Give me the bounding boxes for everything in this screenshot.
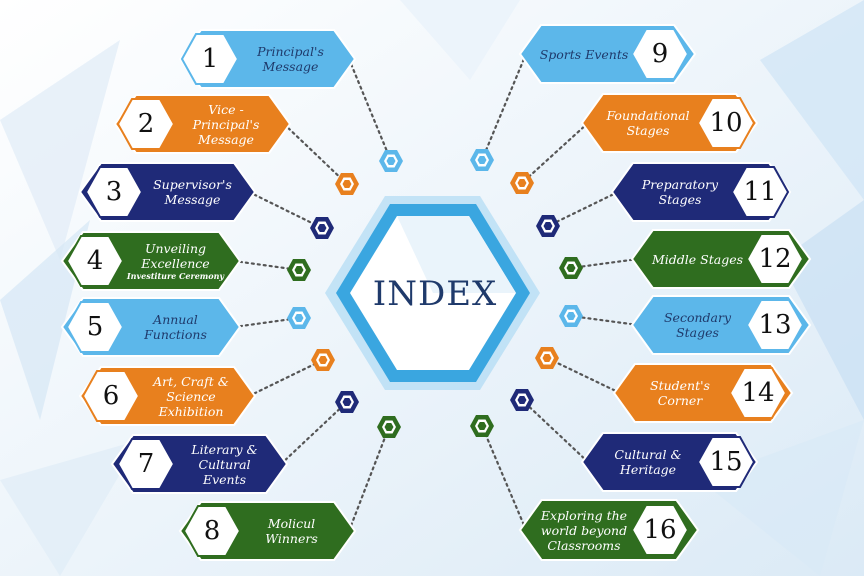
number-hexagon-8 bbox=[182, 505, 242, 557]
connector-node-dot-10 bbox=[517, 179, 527, 187]
item-label-16: Exploring the world beyond Classrooms bbox=[540, 507, 628, 553]
item-link-3[interactable]: Supervisor's Message bbox=[144, 163, 241, 221]
connector-nodes bbox=[287, 149, 583, 438]
connector-line-1 bbox=[347, 57, 393, 163]
item-number-5: 5 bbox=[86, 312, 104, 342]
item-label-13: Secondary Stages bbox=[663, 310, 732, 340]
item-label-11: Preparatory Stages bbox=[641, 177, 719, 207]
connector-node-dot-15 bbox=[517, 396, 527, 404]
item-label-7: Literary & Cultural Events bbox=[191, 441, 258, 487]
center-hexagon bbox=[325, 196, 540, 390]
item-label-15: Cultural & Heritage bbox=[614, 447, 682, 477]
item-number-8: 8 bbox=[203, 516, 221, 546]
item-number-1: 1 bbox=[201, 44, 219, 74]
item-label-14: Student's Corner bbox=[650, 378, 710, 408]
item-link-5[interactable]: Annual Functions bbox=[125, 298, 226, 356]
connector-node-dot-3 bbox=[317, 224, 327, 232]
item-label-12: Middle Stages bbox=[651, 251, 744, 267]
item-link-14[interactable]: Student's Corner bbox=[632, 364, 728, 422]
item-sublabel-4: Investiture Ceremony bbox=[126, 271, 225, 281]
connector-node-dot-6 bbox=[318, 356, 328, 364]
connector-node-dot-16 bbox=[477, 422, 487, 430]
connector-line-2 bbox=[282, 122, 349, 186]
item-link-7[interactable]: Literary & Cultural Events bbox=[176, 435, 273, 493]
item-number-10: 10 bbox=[709, 108, 743, 138]
number-hexagon-10 bbox=[696, 97, 756, 149]
number-hexagon-4 bbox=[65, 235, 125, 287]
number-hexagon-13 bbox=[745, 299, 805, 351]
connector-line-11 bbox=[546, 190, 620, 228]
connector-line-9 bbox=[480, 52, 528, 162]
item-label-8: Molicul Winners bbox=[265, 516, 318, 546]
connector-node-dot-12 bbox=[566, 264, 576, 272]
item-number-13: 13 bbox=[758, 310, 792, 340]
connector-node-dot-14 bbox=[542, 354, 552, 362]
item-link-8[interactable]: Molicul Winners bbox=[242, 502, 341, 560]
index-title: INDEX bbox=[372, 274, 498, 314]
item-link-2[interactable]: Vice -Principal's Message bbox=[176, 95, 276, 153]
connector-node-dot-13 bbox=[566, 312, 576, 320]
number-hexagon-6 bbox=[81, 370, 141, 422]
number-hexagon-14 bbox=[728, 367, 788, 419]
item-label-10: Foundational Stages bbox=[606, 108, 690, 138]
connector-node-dot-2 bbox=[342, 180, 352, 188]
number-hexagon-16 bbox=[630, 504, 690, 556]
connector-node-dot-11 bbox=[543, 222, 553, 230]
item-label-1: Principal's Message bbox=[257, 44, 324, 74]
connector-line-15 bbox=[520, 398, 590, 464]
number-hexagon-15 bbox=[696, 436, 756, 488]
item-link-6[interactable]: Art, Craft & Science Exhibition bbox=[141, 367, 241, 425]
connector-line-14 bbox=[545, 356, 622, 395]
connector-line-10 bbox=[520, 121, 590, 185]
item-number-4: 4 bbox=[86, 246, 104, 276]
item-link-11[interactable]: Preparatory Stages bbox=[630, 163, 730, 221]
item-number-9: 9 bbox=[651, 39, 669, 69]
item-link-10[interactable]: Foundational Stages bbox=[600, 94, 696, 152]
item-link-12[interactable]: Middle Stages bbox=[650, 230, 745, 288]
item-link-15[interactable]: Cultural & Heritage bbox=[600, 433, 696, 491]
item-link-16[interactable]: Exploring the world beyond Classrooms bbox=[538, 500, 630, 560]
item-label-9: Sports Events bbox=[539, 46, 629, 62]
number-hexagon-3 bbox=[84, 166, 144, 218]
number-hexagon-1 bbox=[180, 33, 240, 85]
connector-line-8 bbox=[347, 425, 391, 533]
number-hexagon-12 bbox=[745, 233, 805, 285]
item-number-7: 7 bbox=[137, 449, 155, 479]
connector-node-dot-1 bbox=[386, 157, 396, 165]
item-link-1[interactable]: Principal's Message bbox=[240, 30, 341, 88]
item-pills bbox=[60, 24, 812, 561]
item-number-2: 2 bbox=[137, 109, 155, 139]
number-hexagon-2 bbox=[116, 98, 176, 150]
item-label-4: Unveiling Excellence bbox=[141, 241, 210, 271]
item-number-15: 15 bbox=[709, 447, 743, 477]
item-label-5: Annual Functions bbox=[144, 312, 207, 342]
item-number-11: 11 bbox=[743, 177, 777, 207]
item-number-6: 6 bbox=[102, 381, 120, 411]
number-hexagon-5 bbox=[65, 301, 125, 353]
item-link-13[interactable]: Secondary Stages bbox=[650, 296, 745, 354]
item-number-14: 14 bbox=[741, 378, 775, 408]
connector-line-6 bbox=[247, 358, 325, 398]
connector-line-3 bbox=[247, 190, 324, 230]
item-number-3: 3 bbox=[105, 177, 123, 207]
connector-node-dot-9 bbox=[477, 156, 487, 164]
connector-node-dot-4 bbox=[294, 266, 304, 274]
connector-line-7 bbox=[279, 400, 349, 466]
number-hexagon-9 bbox=[630, 28, 690, 80]
item-number-16: 16 bbox=[643, 515, 677, 545]
connector-node-dot-8 bbox=[384, 423, 394, 431]
number-hexagon-11 bbox=[730, 166, 790, 218]
item-label-3: Supervisor's Message bbox=[153, 177, 232, 207]
item-label-6: Art, Craft & Science Exhibition bbox=[153, 373, 229, 419]
item-link-9[interactable]: Sports Events bbox=[538, 25, 630, 83]
number-hexagon-7 bbox=[116, 438, 176, 490]
connector-line-16 bbox=[480, 424, 528, 532]
item-number-12: 12 bbox=[758, 244, 792, 274]
item-label-2: Vice -Principal's Message bbox=[192, 101, 260, 147]
connector-node-dot-7 bbox=[342, 398, 352, 406]
connector-node-dot-5 bbox=[294, 314, 304, 322]
